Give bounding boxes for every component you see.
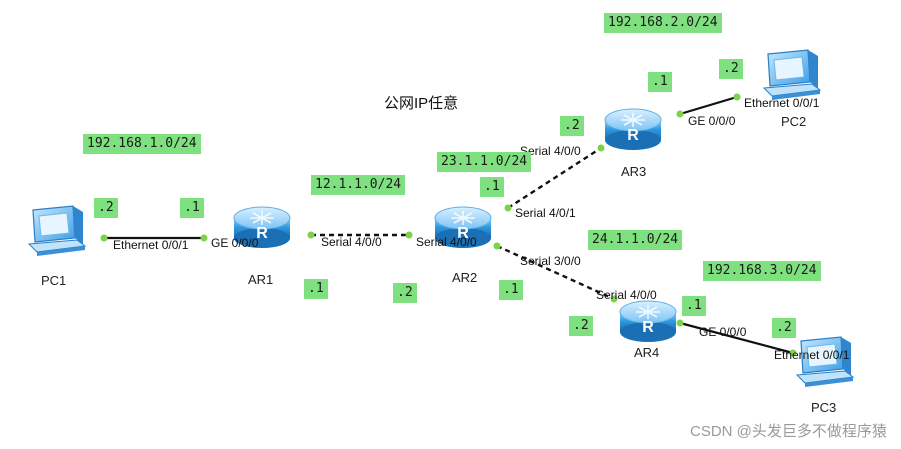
host-label-ar1-ge: .1	[180, 198, 204, 218]
device-label-ar3: AR3	[621, 164, 647, 179]
port-ar3-ge: GE 0/0/0	[688, 114, 736, 128]
link-ar4-pc3	[679, 321, 794, 355]
subnet-label-lan2: 192.168.2.0/24	[604, 13, 722, 33]
link-point-pc1-ar1-b	[200, 234, 208, 242]
link-points-layer	[100, 93, 797, 357]
host-label-ar2-s401: .1	[480, 177, 504, 197]
link-point-ar2-ar3-a	[504, 204, 512, 212]
device-ar4[interactable]	[619, 300, 677, 343]
host-label-pc2: .2	[719, 59, 743, 79]
public-ip-note: 公网IP任意	[384, 95, 459, 112]
router-icon	[604, 108, 662, 151]
host-label-pc3: .2	[772, 318, 796, 338]
link-point-pc1-ar1-a	[100, 234, 108, 242]
link-ar2-ar3	[507, 146, 602, 210]
host-label-pc1: .2	[94, 198, 118, 218]
port-ar1-ge: GE 0/0/0	[211, 236, 259, 250]
link-point-ar2-ar3-b	[597, 144, 605, 152]
subnet-label-lan1: 192.168.1.0/24	[83, 134, 201, 154]
port-ar1-serial: Serial 4/0/0	[321, 235, 382, 249]
host-label-ar2-s400: .2	[393, 283, 417, 303]
port-pc2-eth: Ethernet 0/0/1	[744, 96, 820, 110]
link-point-ar3-pc2-b	[733, 93, 741, 101]
device-label-pc1: PC1	[41, 273, 67, 288]
port-ar2-s401: Serial 4/0/1	[515, 206, 576, 220]
host-label-ar1-s: .1	[304, 279, 328, 299]
subnet-label-wan23: 23.1.1.0/24	[437, 152, 532, 172]
device-label-pc2: PC2	[781, 114, 807, 129]
links-layer	[104, 95, 794, 355]
pc-icon	[28, 205, 86, 257]
host-label-ar3-s: .2	[560, 116, 584, 136]
port-pc3-eth: Ethernet 0/0/1	[774, 348, 850, 362]
pc-icon	[796, 336, 854, 388]
link-point-ar3-pc2-a	[676, 110, 684, 118]
device-label-ar2: AR2	[452, 270, 478, 285]
link-point-ar2-ar4-a	[493, 242, 501, 250]
port-ar4-serial: Serial 4/0/0	[596, 288, 657, 302]
link-point-ar4-pc3-a	[676, 319, 684, 327]
link-point-ar1-ar2-a	[307, 231, 315, 239]
link-point-ar2-ar4-b	[610, 295, 618, 303]
subnet-label-wan12: 12.1.1.0/24	[311, 175, 406, 195]
port-pc1-eth: Ethernet 0/0/1	[113, 238, 189, 252]
device-label-ar1: AR1	[248, 272, 274, 287]
device-label-ar4: AR4	[634, 345, 660, 360]
device-pc1[interactable]	[28, 205, 86, 257]
host-label-ar2-s300: .1	[499, 280, 523, 300]
link-point-ar4-pc3-b	[789, 349, 797, 357]
link-ar2-ar4	[496, 244, 615, 301]
host-label-ar3-ge: .1	[648, 72, 672, 92]
router-icon	[619, 300, 677, 343]
link-ar3-pc2	[679, 95, 738, 116]
device-pc3[interactable]	[796, 336, 854, 388]
subnet-label-wan24: 24.1.1.0/24	[588, 230, 683, 250]
subnet-label-lan3: 192.168.3.0/24	[703, 261, 821, 281]
port-ar2-s300: Serial 3/0/0	[520, 254, 581, 268]
watermark: CSDN @头发巨多不做程序猿	[690, 423, 887, 440]
port-ar2-s400: Serial 4/0/0	[416, 235, 477, 249]
host-label-ar4-ge: .1	[682, 296, 706, 316]
pc-icon	[763, 49, 821, 101]
port-ar4-ge: GE 0/0/0	[699, 325, 747, 339]
device-ar3[interactable]	[604, 108, 662, 151]
host-label-ar4-s: .2	[569, 316, 593, 336]
device-label-pc3: PC3	[811, 400, 837, 415]
link-point-ar1-ar2-b	[405, 231, 413, 239]
device-pc2[interactable]	[763, 49, 821, 101]
port-ar3-serial: Serial 4/0/0	[520, 144, 581, 158]
